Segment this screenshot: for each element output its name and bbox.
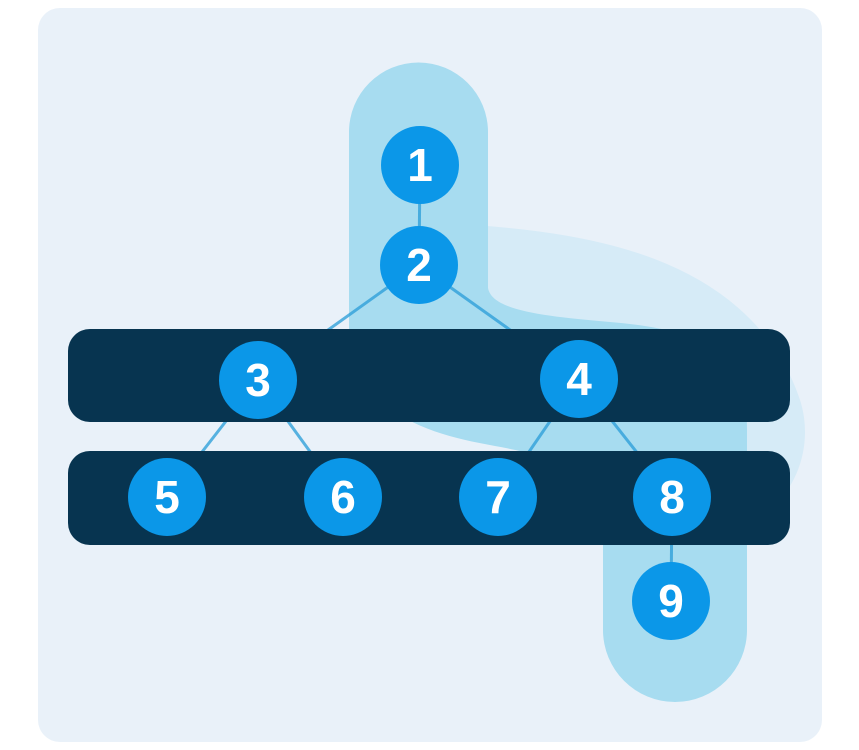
tree-node-2: 2 xyxy=(380,226,458,304)
level-band-row-5-6-7-8 xyxy=(68,451,790,545)
tree-node-circle-4 xyxy=(540,340,618,418)
tree-node-label-2: 2 xyxy=(406,239,432,291)
tree-node-3: 3 xyxy=(219,341,297,419)
tree-node-circle-8 xyxy=(633,458,711,536)
tree-node-7: 7 xyxy=(459,458,537,536)
tree-node-label-1: 1 xyxy=(407,139,433,191)
tree-nodes: 1 2 3 4 5 6 7 8 9 xyxy=(128,126,711,640)
tree-node-label-3: 3 xyxy=(245,354,271,406)
tree-node-label-5: 5 xyxy=(154,471,180,523)
tree-node-label-6: 6 xyxy=(330,471,356,523)
tree-node-circle-3 xyxy=(219,341,297,419)
tree-node-circle-2 xyxy=(380,226,458,304)
tree-node-label-4: 4 xyxy=(566,353,592,405)
tree-node-8: 8 xyxy=(633,458,711,536)
tree-node-circle-1 xyxy=(381,126,459,204)
level-band-row-3-4 xyxy=(68,329,790,422)
tree-node-4: 4 xyxy=(540,340,618,418)
tree-node-1: 1 xyxy=(381,126,459,204)
tree-node-circle-6 xyxy=(304,458,382,536)
tree-node-9: 9 xyxy=(632,562,710,640)
tree-node-label-9: 9 xyxy=(658,575,684,627)
tree-node-6: 6 xyxy=(304,458,382,536)
tree-node-circle-5 xyxy=(128,458,206,536)
tree-node-label-8: 8 xyxy=(659,471,685,523)
tree-node-circle-9 xyxy=(632,562,710,640)
tree-node-circle-7 xyxy=(459,458,537,536)
tree-node-label-7: 7 xyxy=(485,471,511,523)
tree-node-5: 5 xyxy=(128,458,206,536)
